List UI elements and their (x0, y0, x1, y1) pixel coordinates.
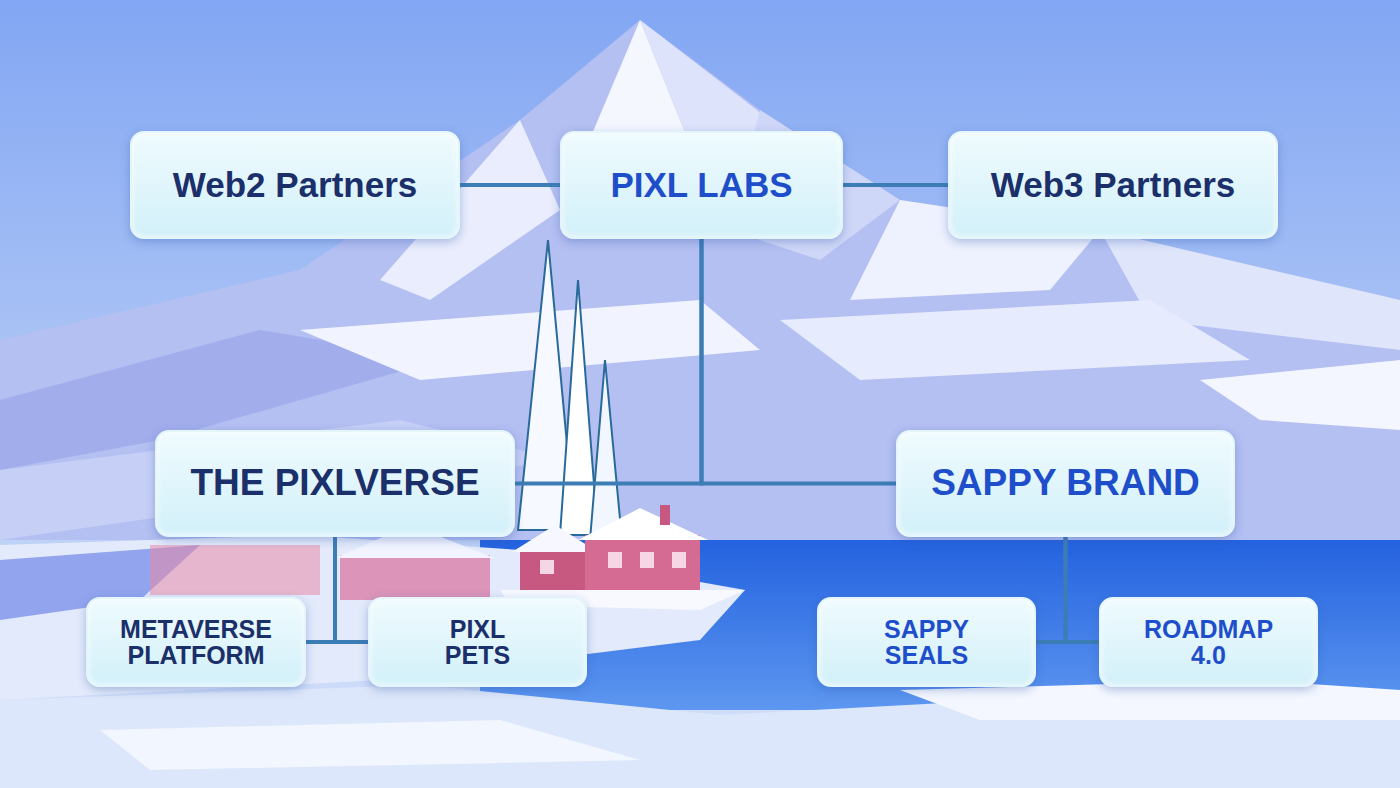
box-label: ROADMAP 4.0 (1139, 616, 1279, 669)
connector-line (306, 537, 335, 642)
partner-box: Web3 Partners (948, 131, 1278, 239)
mountain (0, 20, 1400, 540)
hub-box: PIXL LABS (560, 131, 843, 239)
connector-line (460, 183, 560, 187)
leaf-box: METAVERSE PLATFORM (86, 597, 306, 687)
partner-box: Web2 Partners (130, 131, 460, 239)
box-label: THE PIXLVERSE (190, 464, 479, 503)
box-label: PIXL PETS (428, 616, 528, 669)
leaf-box: PIXL PETS (368, 597, 587, 687)
branch-box: THE PIXLVERSE (155, 430, 515, 537)
box-label: SAPPY SEALS (872, 616, 982, 669)
branch-box: SAPPY BRAND (896, 430, 1235, 537)
ice-shore (0, 535, 1400, 788)
connector-line (1036, 537, 1066, 642)
trees (518, 240, 622, 540)
connector-line (335, 537, 368, 642)
box-label: Web3 Partners (991, 167, 1235, 204)
box-label: Web2 Partners (173, 167, 417, 204)
box-label: SAPPY BRAND (931, 464, 1200, 503)
box-label: PIXL LABS (610, 167, 792, 204)
box-label: METAVERSE PLATFORM (109, 616, 284, 669)
connector-line (702, 239, 897, 484)
leaf-box: SAPPY SEALS (817, 597, 1036, 687)
connector-line (1066, 537, 1100, 642)
leaf-box: ROADMAP 4.0 (1099, 597, 1318, 687)
connector-line (843, 183, 948, 187)
connector-line (515, 239, 702, 484)
